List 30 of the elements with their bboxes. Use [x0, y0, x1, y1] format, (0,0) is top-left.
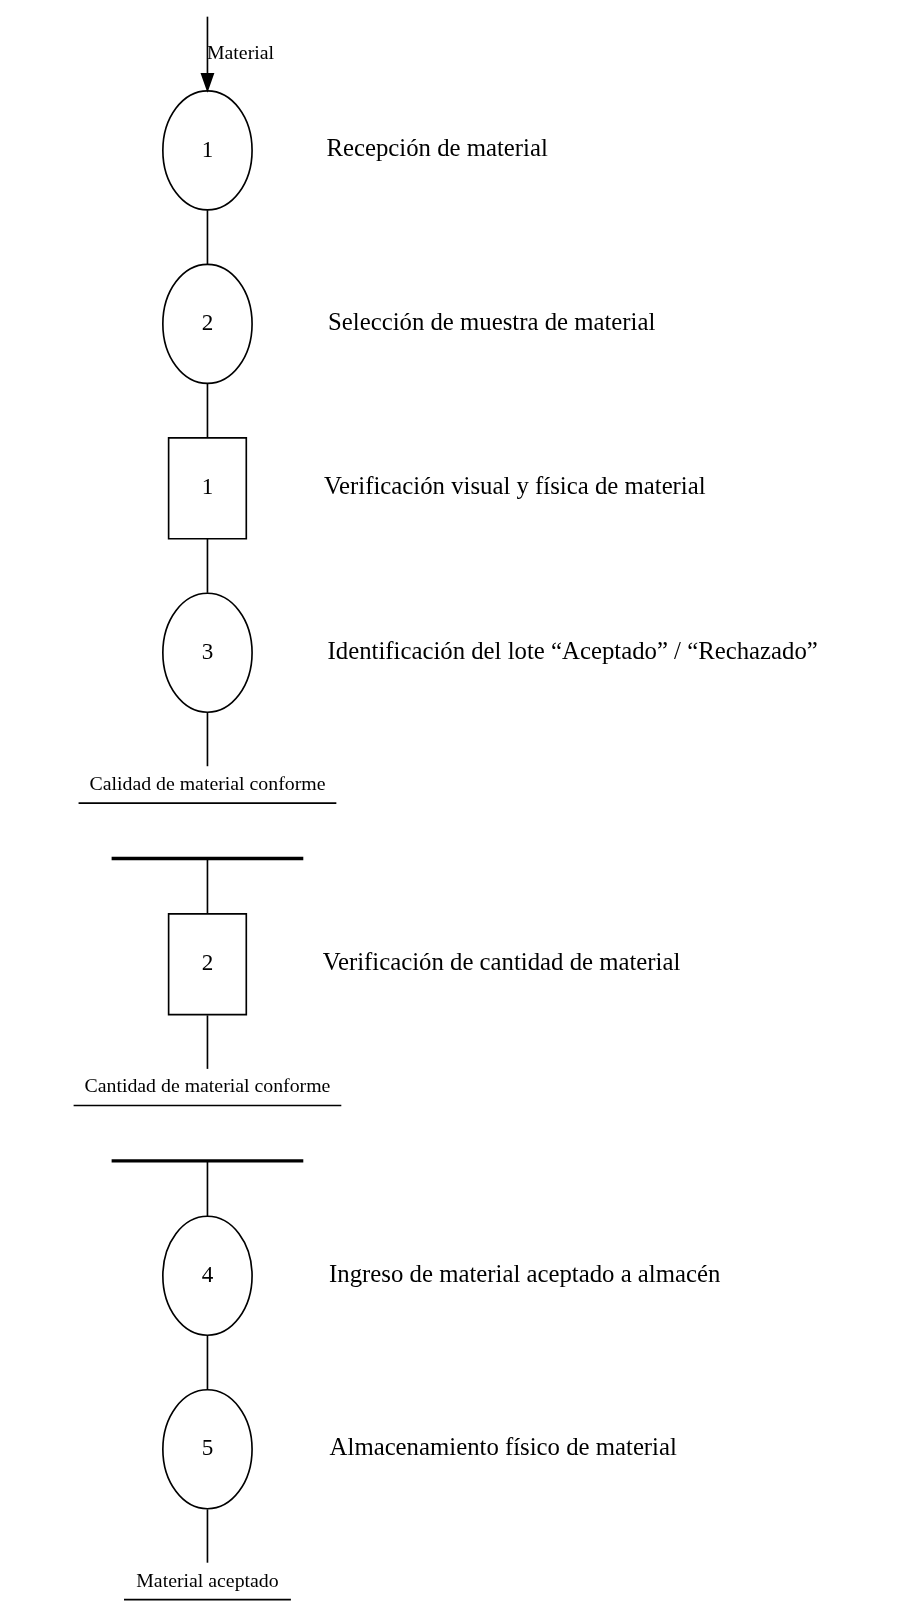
- node-label: Ingreso de material aceptado a almacén: [329, 1259, 721, 1287]
- node-ellipse: 1: [162, 90, 253, 211]
- connector: [206, 382, 209, 439]
- node-label: Identificación del lote “Aceptado” / “Rechazado”: [327, 636, 818, 664]
- node-label: Verificación de cantidad de material: [322, 948, 681, 976]
- node-ellipse: 5: [162, 1388, 253, 1510]
- node-label: Almacenamiento físico de material: [329, 1433, 677, 1461]
- node-ellipse: 3: [162, 592, 253, 714]
- node-bar: [111, 856, 304, 861]
- connector: [206, 537, 209, 594]
- node-ellipse: 2: [162, 263, 253, 385]
- node-ellipse: 4: [162, 1215, 253, 1337]
- node-bar: [111, 1159, 304, 1163]
- node-label: Verificación visual y física de material: [323, 472, 706, 500]
- edge-label: Material: [206, 40, 275, 63]
- connector: [206, 1160, 209, 1217]
- node-label: Selección de muestra de material: [328, 307, 656, 335]
- connector: [206, 1334, 209, 1391]
- connector: [206, 209, 209, 266]
- connector: [206, 1508, 209, 1564]
- node-label: Recepción de material: [326, 134, 548, 162]
- node-box: 2: [167, 913, 248, 1016]
- connector: [206, 1014, 209, 1070]
- node-box: 1: [167, 437, 248, 540]
- node-text: Material aceptado: [136, 1568, 279, 1591]
- connector: [206, 858, 209, 915]
- connector: [206, 712, 209, 768]
- node-text: Calidad de material conforme: [89, 772, 326, 795]
- node-text: Cantidad de material conforme: [84, 1074, 331, 1097]
- arrow: [200, 15, 215, 93]
